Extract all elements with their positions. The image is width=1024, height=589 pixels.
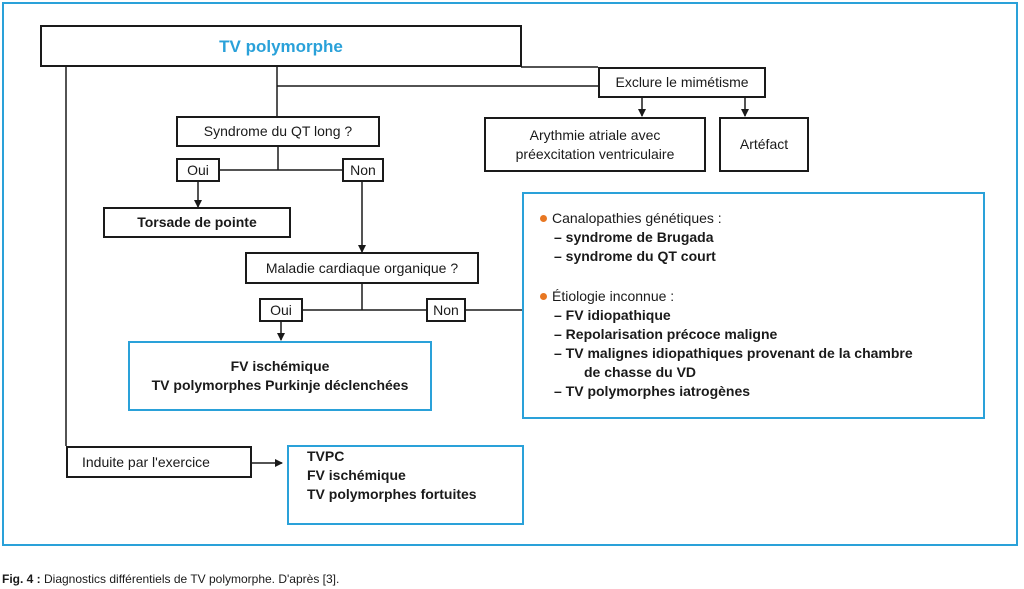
atrial-arrhythmia-box: Arythmie atriale avec préexcitation vent… <box>484 117 706 172</box>
ischemic-result-line: FV ischémique <box>230 358 330 374</box>
atrial-arrhythmia-text: Arythmie atriale avec préexcitation vent… <box>515 126 675 162</box>
exercise-result-line: TVPC <box>307 448 345 464</box>
bullet-icon <box>540 214 547 222</box>
no-label-1: Non <box>350 161 376 178</box>
no-box-1: Non <box>342 158 384 182</box>
yes-label-2: Oui <box>270 301 292 318</box>
unknown-item: – TV malignes idiopathiques provenant de… <box>554 345 913 361</box>
genetic-item: – syndrome de Brugada <box>554 229 714 245</box>
unknown-item: – TV polymorphes iatrogènes <box>554 383 751 399</box>
info-box: Canalopathies génétiques : – syndrome de… <box>522 192 985 419</box>
yes-label-1: Oui <box>187 161 209 178</box>
exercise-induced-text: Induite par l'exercice <box>82 453 210 470</box>
torsade-box: Torsade de pointe <box>103 207 291 238</box>
no-label-2: Non <box>433 301 459 318</box>
bullet-icon <box>540 292 547 300</box>
exclude-mimicry-box: Exclure le mimétisme <box>598 67 766 98</box>
yes-box-2: Oui <box>259 298 303 322</box>
long-qt-box: Syndrome du QT long ? <box>176 116 380 147</box>
exercise-result-box: TVPC FV ischémique TV polymorphes fortui… <box>287 445 524 525</box>
genetic-item: – syndrome du QT court <box>554 248 716 264</box>
artifact-box: Artéfact <box>719 117 809 172</box>
ischemic-result-box: FV ischémique TV polymorphes Purkinje dé… <box>128 341 432 411</box>
unknown-heading: Étiologie inconnue : <box>540 287 983 306</box>
title-text: TV polymorphe <box>219 36 343 56</box>
torsade-text: Torsade de pointe <box>137 214 257 230</box>
long-qt-text: Syndrome du QT long ? <box>203 123 353 139</box>
exercise-result-line: FV ischémique <box>307 467 406 483</box>
yes-box-1: Oui <box>176 158 220 182</box>
caption-label: Fig. 4 : <box>2 572 41 586</box>
exclude-mimicry-text: Exclure le mimétisme <box>615 74 749 90</box>
unknown-item: – Repolarisation précoce maligne <box>554 326 778 342</box>
unknown-item: – FV idiopathique <box>554 307 671 323</box>
caption-text: Diagnostics différentiels de TV polymorp… <box>40 572 340 586</box>
title-box: TV polymorphe <box>40 25 522 67</box>
ischemic-result-line: TV polymorphes Purkinje déclenchées <box>151 377 409 393</box>
unknown-item: de chasse du VD <box>584 364 697 380</box>
figure-caption: Fig. 4 : Diagnostics différentiels de TV… <box>2 572 339 586</box>
figure-frame <box>2 2 1018 546</box>
organic-disease-box: Maladie cardiaque organique ? <box>245 252 479 284</box>
genetic-heading: Canalopathies génétiques : <box>540 209 983 228</box>
exercise-result-line: TV polymorphes fortuites <box>307 486 477 502</box>
organic-disease-text: Maladie cardiaque organique ? <box>265 259 459 276</box>
artifact-text: Artéfact <box>739 136 789 152</box>
exercise-induced-box: Induite par l'exercice <box>66 446 252 478</box>
no-box-2: Non <box>426 298 466 322</box>
